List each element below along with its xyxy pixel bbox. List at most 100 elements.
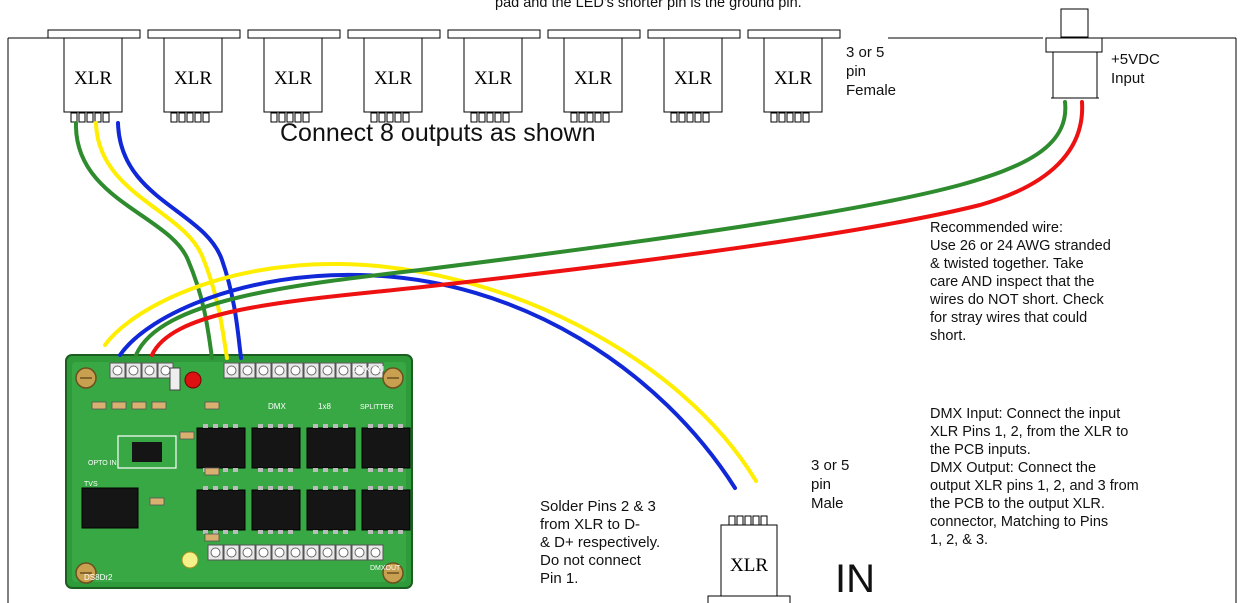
wire-green-output [73, 121, 214, 360]
xlr-pin [586, 112, 594, 123]
wire-note-line: care AND inspect that the [930, 274, 1095, 290]
dmx-note-line: the PCB to the output XLR. [930, 496, 1105, 512]
xlr-pin [494, 112, 502, 123]
xlr-pin [386, 112, 394, 123]
xlr-pin [602, 112, 610, 123]
xlr-pin [78, 112, 86, 123]
xlr-pin [794, 112, 802, 123]
output-type-line: Female [846, 82, 897, 99]
output-xlr-connector: XLR [747, 29, 841, 123]
smd-component [204, 401, 220, 410]
xlr-pin [286, 112, 294, 123]
smd-component [179, 431, 195, 440]
top-note: pad and the LED's shorter pin is the gro… [495, 0, 802, 11]
xlr-pin [294, 112, 302, 123]
wire-note-line: for stray wires that could [930, 310, 1088, 326]
wire-note-line: short. [930, 328, 967, 344]
wire-yellow-output [94, 121, 229, 360]
input-type-line: 3 or 5 [811, 457, 850, 474]
pcb-label-1x8: 1x8 [318, 402, 331, 411]
xlr-pin [394, 112, 402, 123]
input-xlr-connector [707, 515, 791, 603]
led-red [184, 371, 202, 389]
output-xlr-connector: XLR [647, 29, 741, 123]
xlr-pin [102, 112, 110, 123]
power-jack [1045, 8, 1103, 99]
xlr-pin [678, 112, 686, 123]
resistor [169, 367, 181, 391]
xlr-pin [470, 112, 478, 123]
solder-note-line: & D+ respectively. [540, 534, 661, 551]
wire-red-power [150, 100, 1085, 357]
xlr-pin [202, 112, 210, 123]
xlr-pin [760, 515, 768, 526]
pcb-label-splitter: SPLITTER [360, 404, 393, 411]
pcb-label-tvs: TVS [84, 481, 98, 488]
power-label-line: +5VDC [1111, 51, 1160, 68]
pcb-components [91, 367, 220, 569]
input-connector-type: 3 or 5 pin Male [811, 456, 849, 513]
smd-component [151, 401, 167, 410]
output-type-line: pin [846, 63, 867, 80]
ic-chip [196, 489, 246, 531]
pcb-ic-chips [81, 424, 411, 534]
ic-chip [81, 487, 139, 529]
xlr-pin [270, 112, 278, 123]
dmx-note: DMX Input: Connect the input XLR Pins 1,… [930, 405, 1139, 549]
wire-note-line: Recommended wire: [930, 220, 1063, 236]
solder-note-line: Pin 1. [540, 570, 579, 587]
solder-note-line: Do not connect [540, 552, 641, 569]
wire-yellow-input [103, 261, 758, 483]
xlr-pin [570, 112, 578, 123]
solder-note-line: Solder Pins 2 & 3 [540, 498, 656, 515]
output-xlr-connector: XLR [547, 29, 641, 123]
dmx-note-line: 1, 2, & 3. [930, 532, 989, 548]
ic-chip [251, 489, 301, 531]
xlr-pin [70, 112, 78, 123]
input-type-line: pin [811, 476, 832, 493]
input-type-line: Male [811, 495, 844, 512]
xlr-pin [702, 112, 710, 123]
output-xlr-label: XLR [274, 68, 312, 89]
wire-note-line: Use 26 or 24 AWG stranded [930, 238, 1111, 254]
output-xlr-label: XLR [74, 68, 112, 89]
ic-chip [361, 489, 411, 531]
output-xlr-label: XLR [474, 68, 512, 89]
ic-chip [196, 427, 246, 469]
xlr-pin [736, 515, 744, 526]
dmx-note-line: DMX Output: Connect the [930, 460, 1097, 476]
smd-component [91, 401, 107, 410]
xlr-pin [278, 112, 286, 123]
output-type-line: 3 or 5 [846, 44, 885, 61]
wires [73, 100, 1085, 490]
xlr-pin [194, 112, 202, 123]
xlr-pin [402, 112, 410, 123]
output-xlr-connector: XLR [47, 29, 141, 123]
pcb-model-label: DS8Dr2 [84, 573, 113, 582]
xlr-pin [170, 112, 178, 123]
dmx-note-line: output XLR pins 1, 2, and 3 from [930, 478, 1139, 494]
smd-component [204, 467, 220, 476]
xlr-pin [786, 112, 794, 123]
wire-note: Recommended wire: Use 26 or 24 AWG stran… [930, 219, 1111, 345]
xlr-pin [670, 112, 678, 123]
ic-chip [251, 427, 301, 469]
xlr-pin [94, 112, 102, 123]
outputs-heading: Connect 8 outputs as shown [280, 119, 596, 147]
ic-chip [306, 489, 356, 531]
xlr-pin [728, 515, 736, 526]
pcb-label-dmx-out-bottom: DMXOUT [370, 565, 401, 572]
xlr-pin [370, 112, 378, 123]
xlr-pin [86, 112, 94, 123]
xlr-pin [770, 112, 778, 123]
xlr-pin [594, 112, 602, 123]
output-xlr-connector: XLR [247, 29, 341, 123]
output-connector-type: 3 or 5 pin Female [846, 43, 896, 100]
wire-green-power [134, 100, 1068, 357]
xlr-pin [694, 112, 702, 123]
opto-chip [132, 442, 162, 462]
wire-note-line: wires do NOT short. Check [930, 292, 1104, 308]
dmx-note-line: DMX Input: Connect the input [930, 406, 1121, 422]
